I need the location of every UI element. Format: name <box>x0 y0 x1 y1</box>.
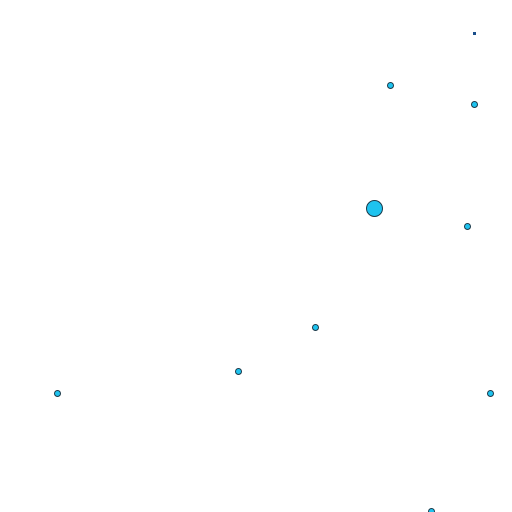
marker-square <box>473 32 476 35</box>
game-dot[interactable] <box>235 368 242 375</box>
game-dot[interactable] <box>312 324 319 331</box>
game-dot[interactable] <box>487 390 494 397</box>
game-dot[interactable] <box>54 390 61 397</box>
game-dot[interactable] <box>428 508 435 512</box>
game-dot[interactable] <box>471 101 478 108</box>
game-dot[interactable] <box>387 82 394 89</box>
game-dot-large[interactable] <box>366 200 383 217</box>
game-dot[interactable] <box>464 223 471 230</box>
